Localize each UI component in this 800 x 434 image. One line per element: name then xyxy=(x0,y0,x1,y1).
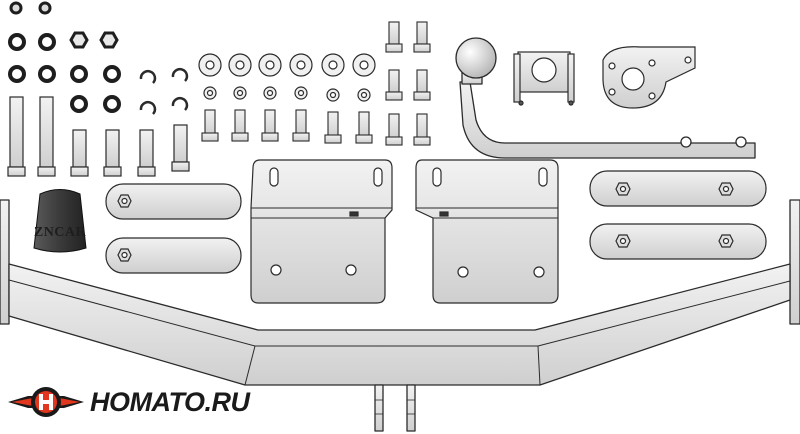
spacer-plates-right xyxy=(589,170,767,260)
short-bolts-middle xyxy=(201,21,431,146)
crossbar-bracket-right xyxy=(406,384,416,432)
brand-logo-icon xyxy=(8,387,84,417)
spacer-plates-left xyxy=(105,183,242,274)
crossbar-left-endplate xyxy=(0,199,10,325)
cover-cap-label: ZNCAR xyxy=(34,225,87,240)
mounting-bracket-left xyxy=(250,159,393,304)
hex-nuts xyxy=(9,1,119,49)
tow-ball-neck xyxy=(455,37,756,159)
long-bolts xyxy=(7,96,190,177)
main-crossbar xyxy=(0,199,800,432)
tow-ball-cover-cap: ZNCAR xyxy=(33,189,87,253)
crossbar-right-endplate xyxy=(789,199,800,325)
washers-left xyxy=(8,33,121,113)
brand-logo[interactable]: HOMATO.RU xyxy=(8,384,250,420)
crossbar-beam xyxy=(8,263,791,386)
crossbar-bracket-left xyxy=(374,384,384,432)
spring-washers xyxy=(139,67,189,115)
tow-ball xyxy=(455,37,497,79)
socket-bracket xyxy=(513,51,575,106)
flat-washers-middle xyxy=(198,53,376,102)
mounting-bracket-right xyxy=(415,159,559,304)
socket-plate xyxy=(602,46,696,109)
brand-logo-text: HOMATO.RU xyxy=(90,386,250,417)
